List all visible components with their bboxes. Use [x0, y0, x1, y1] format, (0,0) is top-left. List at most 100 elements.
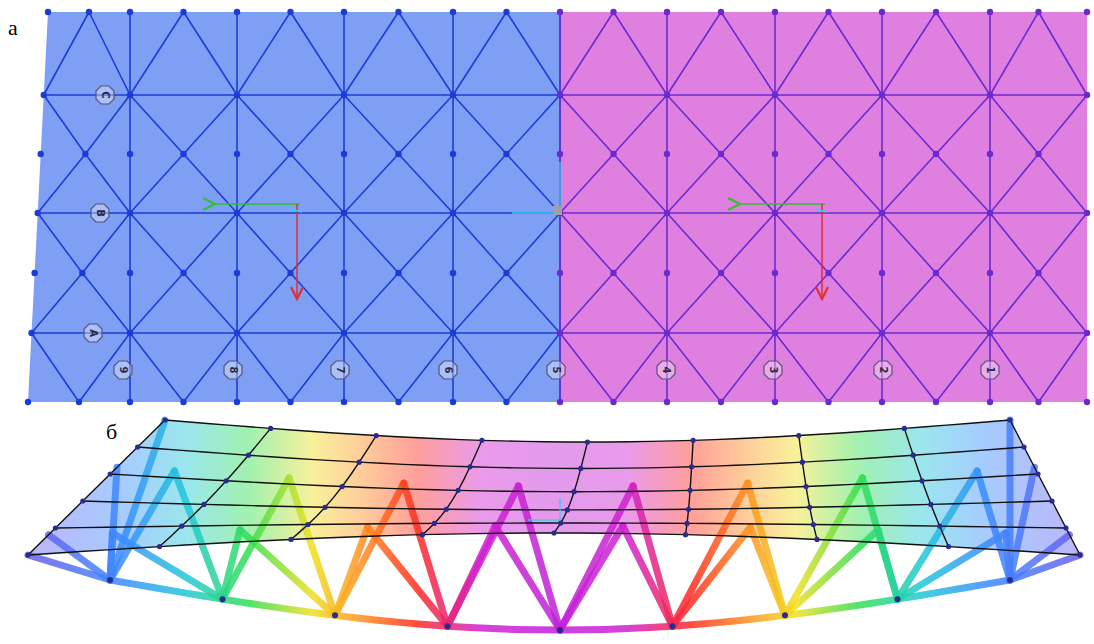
truss-node — [670, 623, 676, 629]
mesh-node — [825, 270, 831, 276]
mesh-edge — [667, 213, 721, 273]
mesh-edge — [990, 12, 1039, 95]
mesh-edge — [560, 94, 1087, 96]
bubble-outline — [764, 361, 782, 379]
mesh-edge — [936, 95, 990, 154]
web-member — [448, 486, 519, 626]
mesh-edge — [344, 273, 399, 333]
mesh-node — [1035, 270, 1041, 276]
mesh-edge — [453, 12, 507, 95]
mesh-edge — [560, 95, 614, 154]
global-axis — [559, 162, 560, 213]
grid-bubble: 1 — [980, 360, 1000, 380]
mesh-edge — [32, 273, 83, 333]
mesh-edge — [882, 12, 936, 95]
mesh-node — [664, 9, 670, 15]
mesh-node — [127, 9, 133, 15]
slab-node — [108, 471, 113, 476]
mesh-node — [987, 9, 993, 15]
mesh-edge — [237, 12, 291, 95]
mesh-node — [987, 92, 993, 98]
mesh-edge — [990, 154, 1039, 213]
grid-label: B — [90, 203, 110, 223]
mesh-edge — [184, 273, 238, 333]
mesh-edge — [1039, 154, 1088, 213]
mesh-edge — [775, 95, 829, 154]
web-member — [28, 555, 110, 580]
slab-line — [110, 474, 1038, 492]
slab-line — [28, 420, 165, 555]
mesh-edge — [291, 213, 345, 273]
mesh-edge — [453, 273, 507, 333]
slab-node — [572, 489, 577, 494]
mesh-lines — [32, 12, 1087, 402]
slab-node — [340, 484, 345, 489]
mesh-node — [31, 270, 37, 276]
mesh-edge — [453, 333, 507, 402]
axis-arrow — [296, 204, 298, 299]
mesh-node — [234, 330, 240, 336]
mesh-node — [772, 9, 778, 15]
grid-bubble: C — [95, 85, 115, 105]
mesh-node — [879, 151, 885, 157]
mesh-edge — [507, 95, 561, 154]
grid-bubble: 5 — [546, 360, 566, 380]
mesh-node — [1035, 399, 1041, 405]
web-member — [495, 526, 560, 630]
mesh-node — [180, 399, 186, 405]
slab-node — [80, 498, 85, 503]
mesh-edge — [32, 333, 79, 402]
slab-node — [687, 488, 692, 493]
mesh-node — [987, 330, 993, 336]
panel-label: б — [104, 420, 119, 444]
mesh-node — [79, 270, 85, 276]
mesh-edge — [560, 332, 1087, 334]
mesh-node — [287, 270, 293, 276]
slab-node — [902, 426, 907, 431]
slab-node — [1049, 498, 1054, 503]
slab-node — [928, 502, 933, 507]
slab-node — [683, 532, 688, 537]
truss-node — [220, 596, 226, 602]
slab-node — [578, 466, 583, 471]
mesh-edge — [82, 213, 130, 273]
slab-node — [1021, 444, 1026, 449]
mesh-edge — [507, 12, 561, 95]
slab-node — [684, 521, 689, 526]
slab-node — [25, 552, 30, 557]
slab-node — [689, 464, 694, 469]
mesh-node — [450, 330, 456, 336]
axis-arrow — [815, 209, 827, 212]
slab-line — [799, 436, 817, 540]
slab-node — [135, 444, 140, 449]
mesh-node — [127, 399, 133, 405]
mesh-edge — [399, 95, 454, 154]
mesh-node — [395, 9, 401, 15]
truss-node — [1007, 577, 1013, 583]
mesh-edge — [38, 154, 86, 213]
slab-grid — [28, 420, 1080, 555]
truss-node — [332, 612, 338, 618]
mesh-edge — [184, 95, 238, 154]
truss-node — [895, 596, 901, 602]
grid-label: 8 — [223, 360, 243, 380]
slab-node — [420, 532, 425, 537]
mesh-node — [82, 151, 88, 157]
mesh-node — [772, 92, 778, 98]
web-member — [560, 526, 623, 630]
mesh-edge — [344, 154, 399, 213]
mesh-edge — [990, 213, 1039, 273]
mesh-edge — [721, 273, 775, 333]
slab-node — [288, 537, 293, 542]
truss-node — [107, 577, 113, 583]
mesh-node — [180, 270, 186, 276]
slab-node — [179, 523, 184, 528]
mesh-node — [718, 399, 724, 405]
truss-node — [782, 612, 788, 618]
mesh-edge — [560, 273, 614, 333]
mesh-edge — [237, 273, 291, 333]
mesh-node — [450, 210, 456, 216]
grid-bubble: 4 — [656, 360, 676, 380]
mesh-node — [38, 151, 44, 157]
mesh-node — [557, 330, 563, 336]
